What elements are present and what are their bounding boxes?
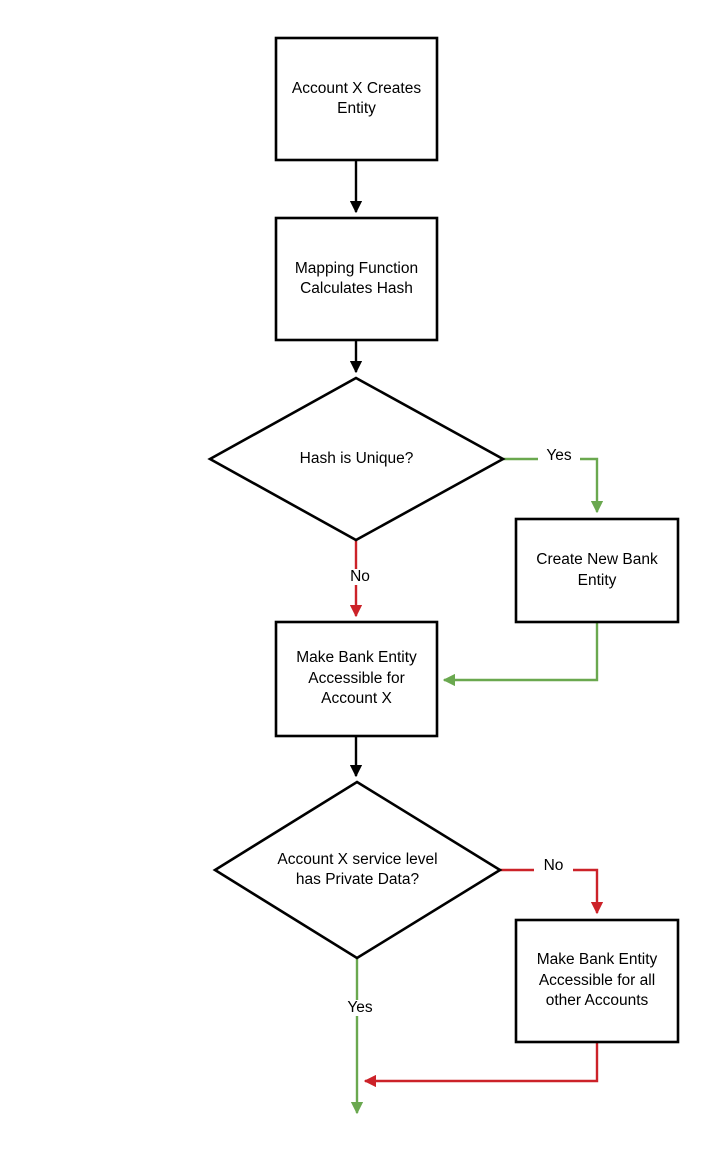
edge-label-hash-yes: Yes <box>538 448 580 464</box>
edge-label-private-no: No <box>534 858 573 874</box>
node-make-accessible-all-accounts[interactable] <box>514 918 680 1044</box>
node-make-bank-entity-accessible[interactable] <box>274 620 439 738</box>
node-mapping-function[interactable] <box>274 216 439 342</box>
node-account-creates-entity[interactable] <box>274 36 439 162</box>
node-create-new-bank-entity[interactable] <box>514 517 680 624</box>
node-private-data-decision[interactable] <box>212 780 503 960</box>
node-hash-unique-decision[interactable] <box>207 376 506 542</box>
edge-private-no-to-make-all-accessible <box>500 868 604 915</box>
edge-label-private-yes: Yes <box>339 1000 381 1016</box>
edge-make-all-accessible-to-end <box>363 1042 599 1088</box>
edge-create-bank-to-make-accessible <box>442 622 599 687</box>
edge-label-hash-no: No <box>341 569 379 585</box>
edge-hash-yes-to-create-bank <box>503 457 604 514</box>
